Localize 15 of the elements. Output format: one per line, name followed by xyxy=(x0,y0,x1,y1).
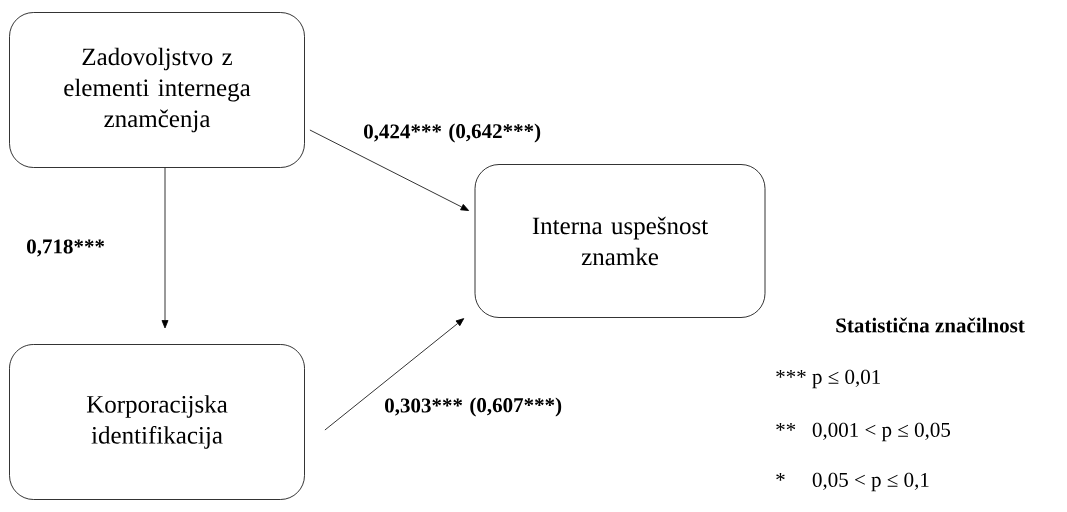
edge-label: 0,303*** xyxy=(383,397,464,417)
legend-note: ** 0,001 < p ≤ 0,05 xyxy=(776,422,950,442)
rounded-box: Korporacijska identifikacija xyxy=(9,344,305,500)
arrow xyxy=(309,129,469,211)
coefficient-label: (0,607***) xyxy=(470,397,562,417)
arrow xyxy=(161,167,169,329)
legend-heading: Statistična značilnost xyxy=(836,317,1025,333)
coefficient-label: (0,642***) xyxy=(449,123,541,143)
arrow xyxy=(324,318,465,431)
legend-note: *** p ≤ 0,01 xyxy=(776,369,880,389)
edge-label: 0,424*** xyxy=(362,123,443,143)
edge-label: 0,718*** xyxy=(25,238,106,258)
legend-note: * 0,05 < p ≤ 0,1 xyxy=(776,472,929,492)
rounded-box: Interna uspešnost znamke xyxy=(474,164,766,318)
rounded-box: Zadovoljstvo z elementi internega znamčenja xyxy=(9,12,305,168)
